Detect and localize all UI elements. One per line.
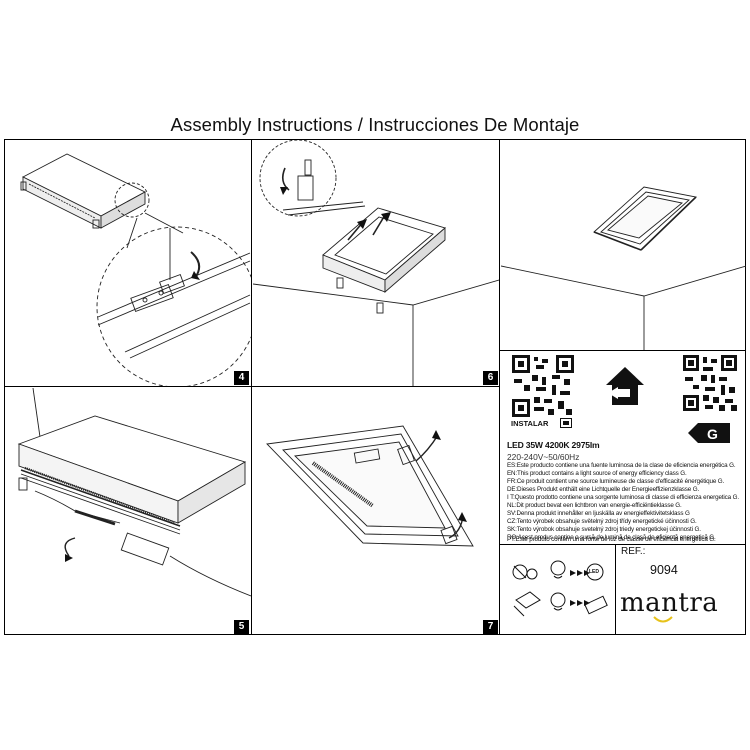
step-number-7: 7 xyxy=(483,620,498,634)
energy-statement-cz: CZ:Tento výrobek obsahuje světelný zdroj… xyxy=(507,518,697,525)
energy-statement-sv: SV:Denna produkt innehåller en ljuskälla… xyxy=(507,510,690,517)
divider xyxy=(4,386,500,388)
energy-statement-de: DE:Dieses Produkt enthält eine Lichtquel… xyxy=(507,486,700,493)
led-icon: LED xyxy=(589,569,599,575)
step-number-5: 5 xyxy=(234,620,249,634)
install-label: INSTALAR xyxy=(511,419,549,428)
reference-label: REF.: xyxy=(621,546,646,557)
step-4-illustration xyxy=(20,153,251,386)
energy-statement-en: EN:This product contains a light source … xyxy=(507,470,687,477)
spec-voltage: 220-240V~50/60Hz xyxy=(507,452,580,462)
reference-number: 9094 xyxy=(650,563,678,577)
energy-statement-sk: SK:Tento výrobok obsahuje svetelný zdroj… xyxy=(507,526,701,533)
energy-statement-it: I T:Questo prodotto contiene una sorgent… xyxy=(507,494,739,501)
divider xyxy=(499,350,746,352)
divider xyxy=(499,544,746,546)
lamp-replace-icon xyxy=(512,560,608,617)
brand-logo: mantra xyxy=(620,588,719,618)
energy-class: G xyxy=(707,426,718,442)
brand-smile xyxy=(653,616,673,623)
spec-title: LED 35W 4200K 2975lm xyxy=(507,440,600,450)
qr-code-icon xyxy=(683,355,737,411)
step-number-4: 4 xyxy=(234,371,249,385)
energy-statement-fr: FR:Ce produit contient une source lumine… xyxy=(507,478,725,485)
installed-fixture-illustration xyxy=(501,186,746,350)
house-arrow-icon xyxy=(606,367,644,405)
energy-statement-pt: PT:Este produto contém uma fonte de luz … xyxy=(507,536,716,543)
qr-code-icon xyxy=(512,355,574,417)
energy-statement-ro: RO:Acest produs conține o sursă de lumin… xyxy=(507,534,716,541)
step-7-illustration xyxy=(266,425,474,547)
step-6-illustration xyxy=(253,140,499,386)
page-title: Assembly Instructions / Instrucciones De… xyxy=(170,114,580,135)
energy-label-arrow-icon xyxy=(688,423,730,443)
divider xyxy=(615,544,617,635)
step-5-illustration xyxy=(17,388,251,597)
energy-statement-es: ES:Este producto contiene una fuente lum… xyxy=(507,462,736,469)
step-number-6: 6 xyxy=(483,371,498,385)
install-icon xyxy=(560,418,572,428)
energy-statement-nl: NL:Dit product bevat een lichtbron van e… xyxy=(507,502,682,509)
